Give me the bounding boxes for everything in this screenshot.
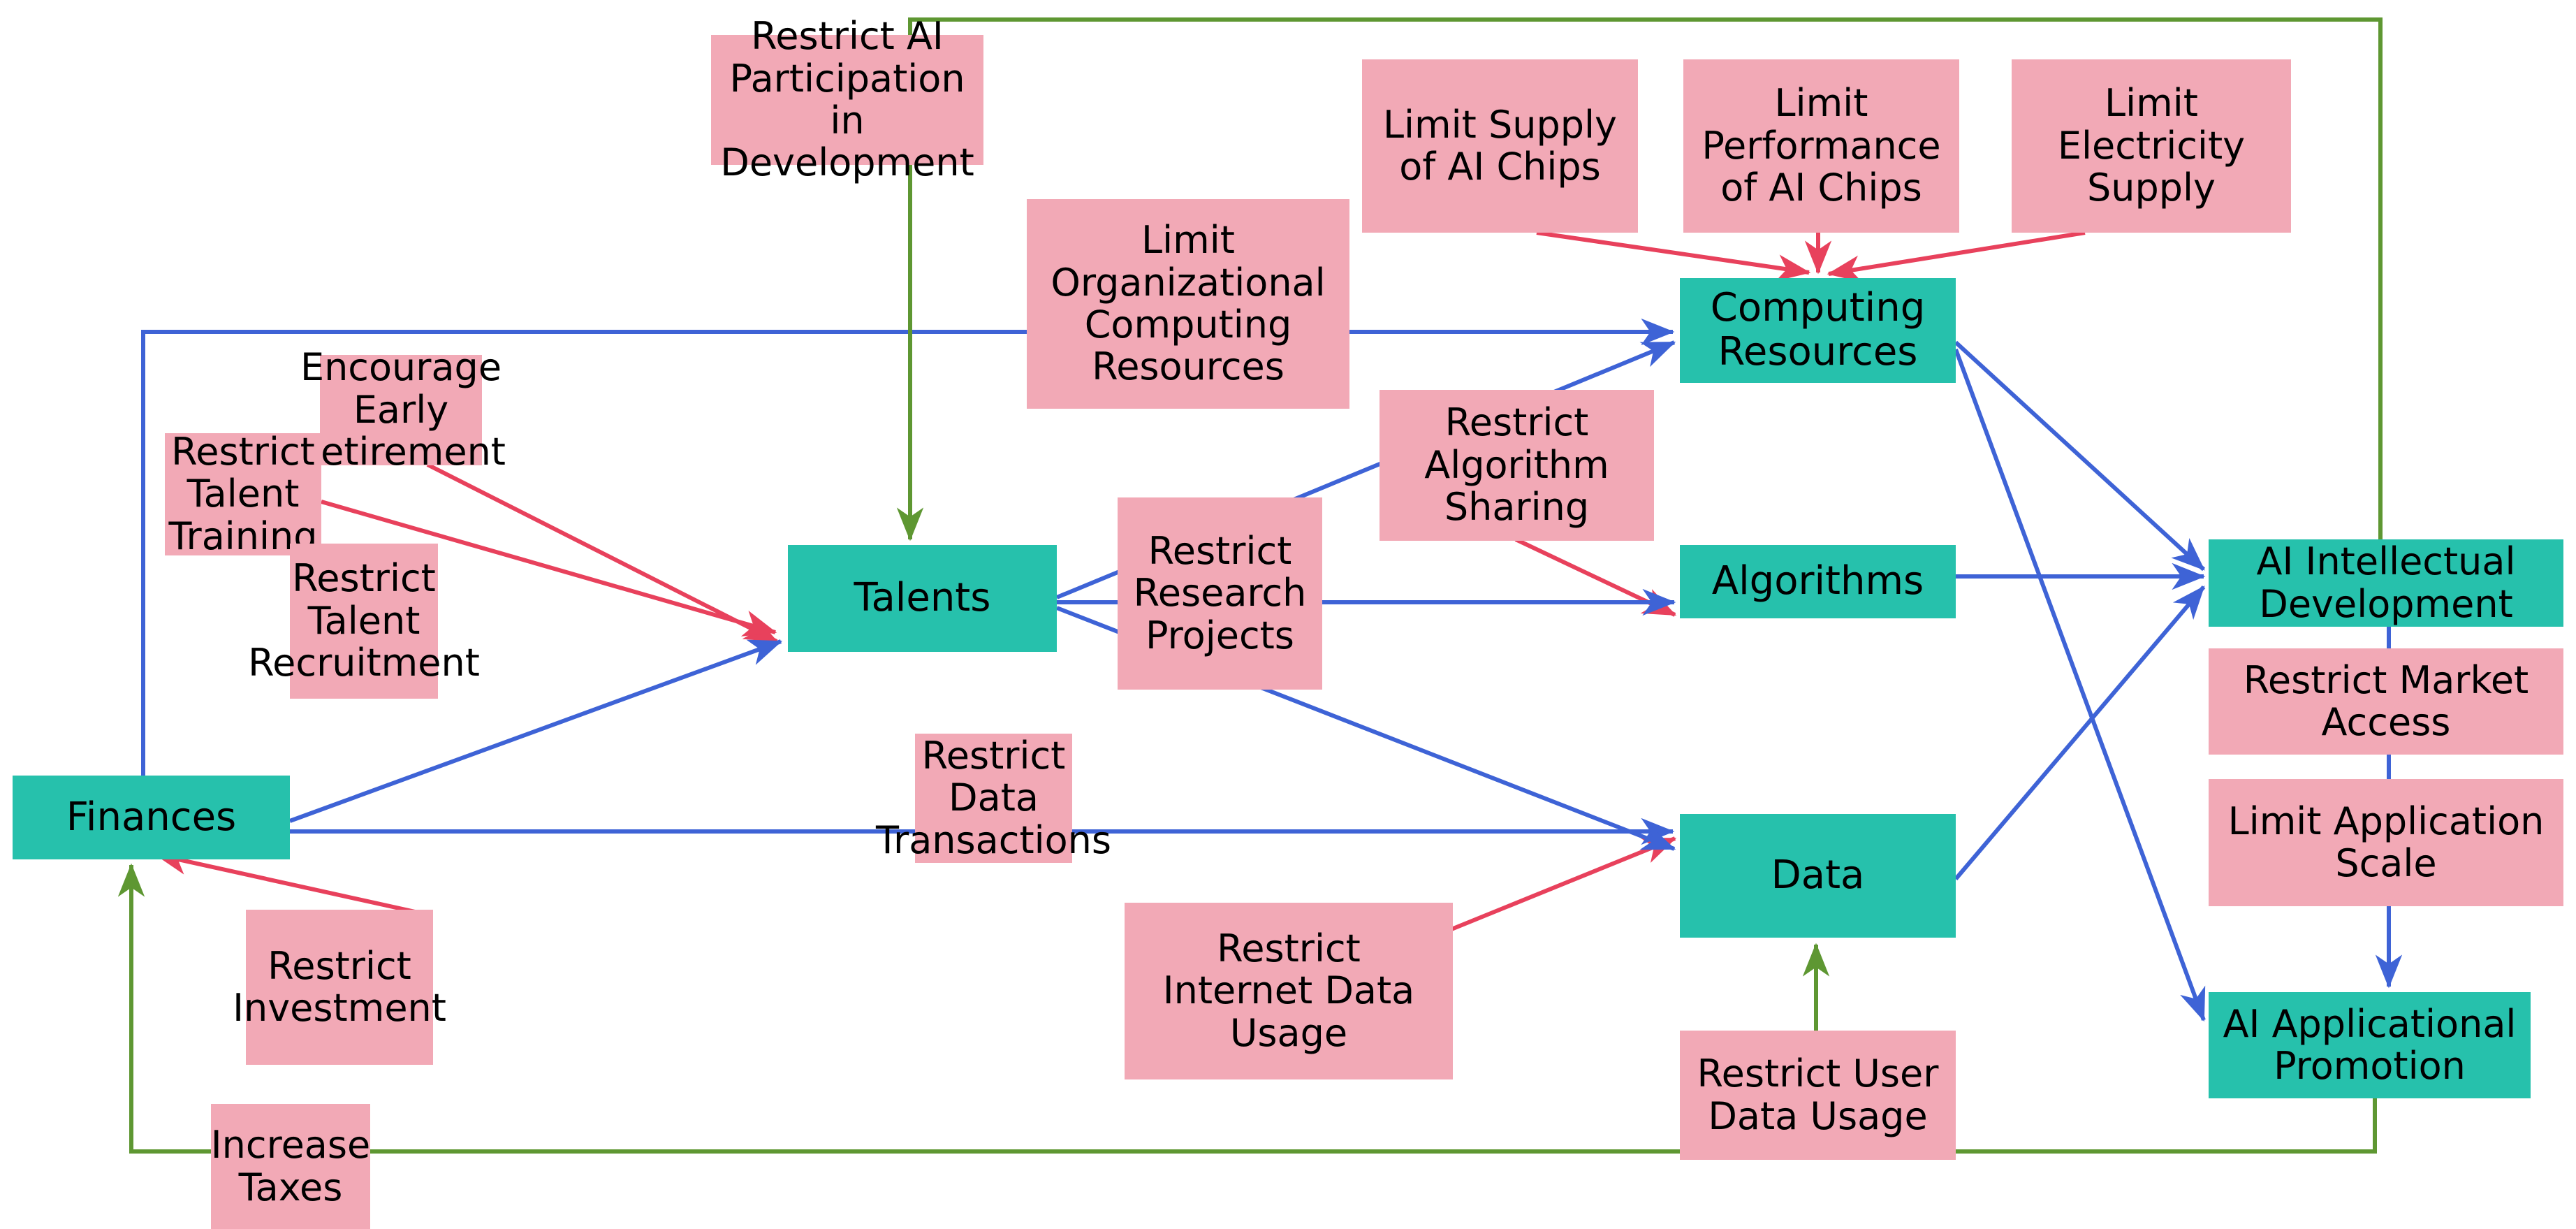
node-restrict-ai-participation[interactable]: Restrict AI Participation in Development bbox=[711, 15, 983, 184]
node-limit-application-scale[interactable]: Limit Application Scale bbox=[2209, 779, 2563, 906]
edge-computing-to-ai-app bbox=[1954, 348, 2206, 1022]
edge-data-to-ai-intellectual bbox=[1954, 586, 2206, 880]
node-ai-applicational-promotion[interactable]: AI Applicational Promotion bbox=[2209, 992, 2531, 1098]
node-restrict-user-data-usage[interactable]: Restrict User Data Usage bbox=[1680, 1031, 1956, 1160]
edge-limit-electricity-to-computing bbox=[1827, 231, 2086, 282]
node-restrict-investment[interactable]: Restrict Investment bbox=[233, 910, 446, 1065]
edge-internet-data-to-data bbox=[1450, 836, 1677, 931]
node-restrict-market-access[interactable]: Restrict Market Access bbox=[2209, 648, 2563, 755]
node-computing-resources[interactable]: Computing Resources bbox=[1680, 278, 1956, 383]
node-restrict-internet-data-usage[interactable]: Restrict Internet Data Usage bbox=[1125, 903, 1453, 1079]
node-restrict-talent-training[interactable]: Restrict Talent Training bbox=[165, 430, 321, 557]
node-limit-performance-of-ai-chips[interactable]: Limit Performance of AI Chips bbox=[1683, 59, 1959, 233]
node-restrict-data-transactions[interactable]: Restrict Data Transactions bbox=[875, 733, 1112, 863]
edge-finances-to-talents bbox=[288, 639, 783, 823]
node-talents[interactable]: Talents bbox=[788, 545, 1057, 652]
node-finances[interactable]: Finances bbox=[13, 776, 290, 859]
node-restrict-talent-recruitment[interactable]: Restrict Talent Recruitment bbox=[248, 544, 480, 699]
edge-restrict-investment-to-finances bbox=[154, 848, 432, 917]
node-restrict-research-projects[interactable]: Restrict Research Projects bbox=[1118, 497, 1322, 690]
red-edge-group bbox=[154, 231, 2086, 931]
node-data[interactable]: Data bbox=[1680, 814, 1956, 938]
node-increase-taxes[interactable]: Increase Taxes bbox=[211, 1104, 370, 1229]
node-algorithms[interactable]: Algorithms bbox=[1680, 545, 1956, 618]
node-limit-electricity-supply[interactable]: Limit Electricity Supply bbox=[2012, 59, 2291, 233]
node-restrict-algorithm-sharing[interactable]: Restrict Algorithm Sharing bbox=[1380, 390, 1654, 541]
node-limit-organizational-computing-resources[interactable]: Limit Organizational Computing Resources bbox=[1027, 199, 1349, 409]
edge-ai-intellectual-to-talents bbox=[896, 17, 2383, 541]
edge-early-retire-to-talents bbox=[426, 463, 779, 643]
node-encourage-early-retirement[interactable]: Encourage Early Retirement bbox=[296, 345, 506, 474]
node-ai-intellectual-development[interactable]: AI Intellectual Development bbox=[2209, 539, 2563, 627]
edge-talent-training-to-talents bbox=[321, 500, 777, 637]
edge-limit-supply-to-computing bbox=[1536, 231, 1811, 282]
node-limit-supply-of-ai-chips[interactable]: Limit Supply of AI Chips bbox=[1362, 59, 1638, 233]
edge-computing-to-ai-intellectual bbox=[1954, 340, 2206, 572]
